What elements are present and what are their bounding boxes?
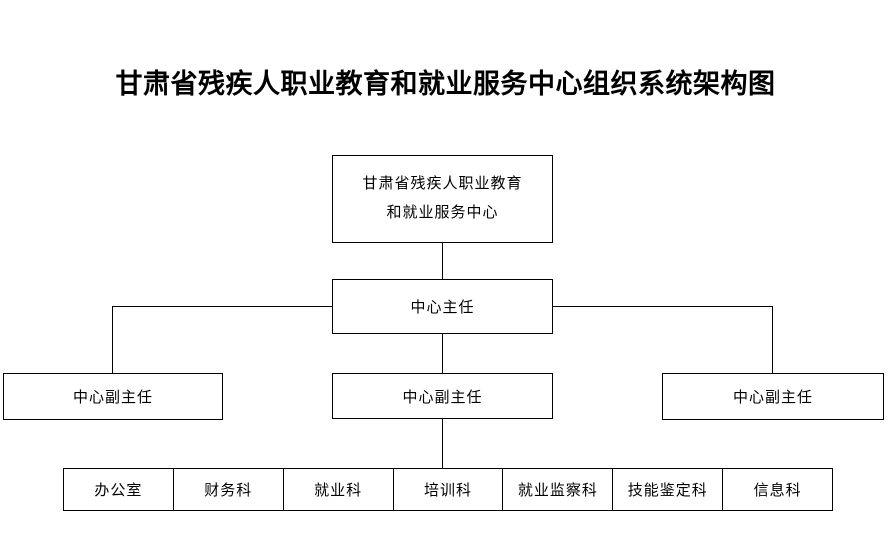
connector-director-left	[112, 306, 333, 307]
connector-deputy-departments	[442, 419, 443, 468]
node-deputy-middle: 中心副主任	[332, 373, 553, 419]
department-cell-finance: 财务科	[174, 469, 284, 510]
department-row: 办公室 财务科 就业科 培训科 就业监察科 技能鉴定科 信息科	[63, 468, 833, 511]
node-deputy-left-label: 中心副主任	[72, 390, 153, 406]
department-cell-supervision: 就业监察科	[503, 469, 614, 510]
connector-drop-right	[772, 306, 773, 373]
node-deputy-right-label: 中心副主任	[732, 390, 813, 406]
node-center-root-line1: 甘肃省残疾人职业教育	[362, 176, 523, 192]
department-cell-skill-cert: 技能鉴定科	[613, 469, 724, 510]
connector-director-deputy	[442, 334, 443, 373]
node-center-root-line2: 和就业服务中心	[386, 205, 499, 221]
node-director-label: 中心主任	[410, 300, 475, 316]
node-deputy-middle-label: 中心副主任	[402, 389, 483, 406]
connector-director-right	[552, 306, 773, 307]
node-director: 中心主任	[332, 279, 553, 334]
department-cell-employment: 就业科	[284, 469, 394, 510]
page-title: 甘肃省残疾人职业教育和就业服务中心组织系统架构图	[115, 69, 776, 99]
connector-drop-left	[112, 306, 113, 373]
department-cell-information: 信息科	[753, 483, 802, 499]
node-deputy-right: 中心副主任	[662, 373, 884, 420]
node-deputy-left: 中心副主任	[3, 373, 223, 420]
department-cell-office: 办公室	[64, 469, 174, 510]
connector-root-director	[442, 242, 443, 280]
node-center-root: 甘肃省残疾人职业教育 和就业服务中心	[332, 155, 553, 243]
department-cell-training: 培训科	[394, 469, 504, 510]
